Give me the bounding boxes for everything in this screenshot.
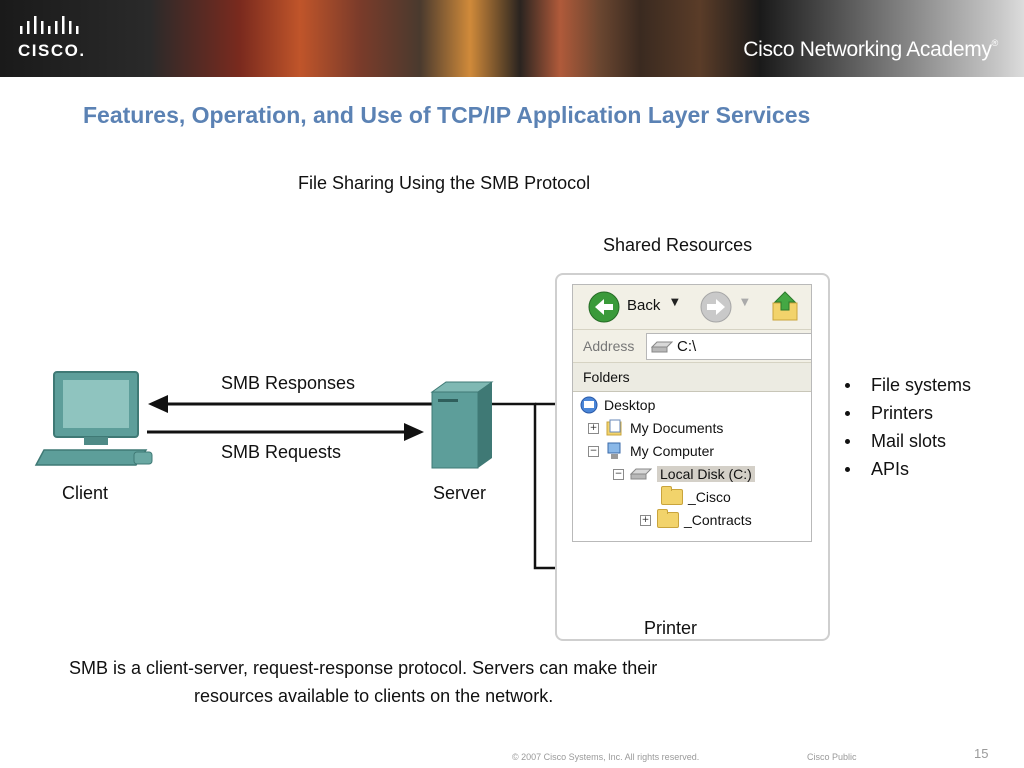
back-dropdown-icon[interactable]: ▼ — [671, 297, 679, 308]
back-arrow-icon[interactable] — [588, 291, 622, 323]
folders-header: Folders — [573, 363, 811, 392]
folder-icon — [661, 486, 683, 505]
tree-item-local-disk[interactable]: − Local Disk (C:) — [613, 464, 755, 484]
smb-requests-label: SMB Requests — [221, 442, 342, 462]
list-item-label: Mail slots — [871, 430, 947, 451]
printer-label: Printer — [644, 618, 698, 638]
bullet-icon — [845, 410, 850, 416]
tree-item-label: My Documents — [630, 420, 724, 436]
folder-icon — [657, 509, 679, 528]
documents-icon — [606, 419, 622, 436]
bullet-icon — [845, 382, 850, 388]
forward-arrow-icon[interactable] — [700, 291, 734, 323]
list-item-label: APIs — [871, 458, 910, 479]
smb-requests-arrowhead — [404, 423, 424, 441]
bullet-icon — [845, 466, 850, 472]
list-item-label: File systems — [871, 374, 972, 395]
tree-item-desktop[interactable]: Desktop — [579, 395, 655, 415]
folder-tree: Desktop + My Documents − My Computer − — [573, 392, 811, 541]
collapse-icon[interactable]: − — [613, 468, 624, 480]
collapse-icon[interactable]: − — [588, 445, 599, 457]
expand-icon[interactable]: + — [588, 422, 599, 434]
desktop-icon — [580, 396, 598, 414]
list-item: APIs — [845, 455, 971, 483]
tree-item-label: Local Disk (C:) — [657, 466, 755, 482]
tree-item-label: Desktop — [604, 397, 656, 413]
back-label[interactable]: Back — [627, 297, 661, 314]
disk-icon — [630, 468, 652, 480]
tree-item-contracts[interactable]: + _Contracts — [640, 509, 752, 530]
forward-dropdown-icon[interactable]: ▼ — [741, 297, 749, 308]
smb-responses-arrowhead — [148, 395, 168, 413]
tree-item-cisco[interactable]: _Cisco — [661, 486, 731, 507]
explorer-window: Back ▼ ▼ Address C:\ Folders — [572, 284, 812, 542]
resource-list: File systems Printers Mail slots APIs — [845, 371, 971, 483]
academy-title-text: Cisco Networking Academy — [743, 38, 992, 61]
shared-resources-title: Shared Resources — [603, 235, 753, 255]
caption-line-1: SMB is a client-server, request-response… — [69, 658, 658, 678]
folders-label: Folders — [583, 369, 630, 385]
registered-mark: ® — [991, 38, 999, 48]
bullet-icon — [845, 438, 850, 444]
computer-icon — [607, 442, 621, 459]
address-bar: Address C:\ — [573, 330, 811, 363]
page-number: 15 — [974, 746, 989, 761]
tree-item-my-documents[interactable]: + My Documents — [588, 418, 723, 438]
server-icon — [430, 381, 494, 469]
smb-responses-label: SMB Responses — [221, 373, 356, 393]
tree-item-label: My Computer — [630, 443, 715, 459]
list-item: File systems — [845, 371, 971, 399]
address-input[interactable]: C:\ — [646, 333, 811, 360]
footer-classification: Cisco Public — [807, 752, 857, 762]
explorer-toolbar: Back ▼ ▼ — [573, 285, 811, 330]
server-label: Server — [433, 483, 487, 503]
caption-line-2: resources available to clients on the ne… — [194, 686, 554, 706]
diagram-title: File Sharing Using the SMB Protocol — [298, 173, 591, 193]
drive-icon — [651, 341, 673, 353]
client-label: Client — [62, 483, 109, 503]
address-label: Address — [583, 338, 635, 354]
cisco-wordmark: CISCO. — [18, 41, 86, 60]
cisco-logo: CISCO. — [18, 16, 86, 60]
list-item: Mail slots — [845, 427, 971, 455]
client-computer-icon — [34, 371, 153, 466]
footer-copyright: © 2007 Cisco Systems, Inc. All rights re… — [512, 752, 700, 762]
up-folder-icon[interactable] — [769, 289, 803, 323]
list-item-label: Printers — [871, 402, 934, 423]
academy-title: Cisco Networking Academy® — [743, 38, 998, 62]
expand-icon[interactable]: + — [640, 514, 651, 526]
list-item: Printers — [845, 399, 971, 427]
page-title: Features, Operation, and Use of TCP/IP A… — [83, 102, 811, 128]
tree-item-my-computer[interactable]: − My Computer — [588, 441, 714, 461]
tree-item-label: _Contracts — [684, 512, 752, 528]
tree-item-label: _Cisco — [688, 489, 731, 505]
address-value: C:\ — [677, 338, 697, 355]
header-banner: CISCO. Cisco Networking Academy® — [0, 0, 1024, 77]
